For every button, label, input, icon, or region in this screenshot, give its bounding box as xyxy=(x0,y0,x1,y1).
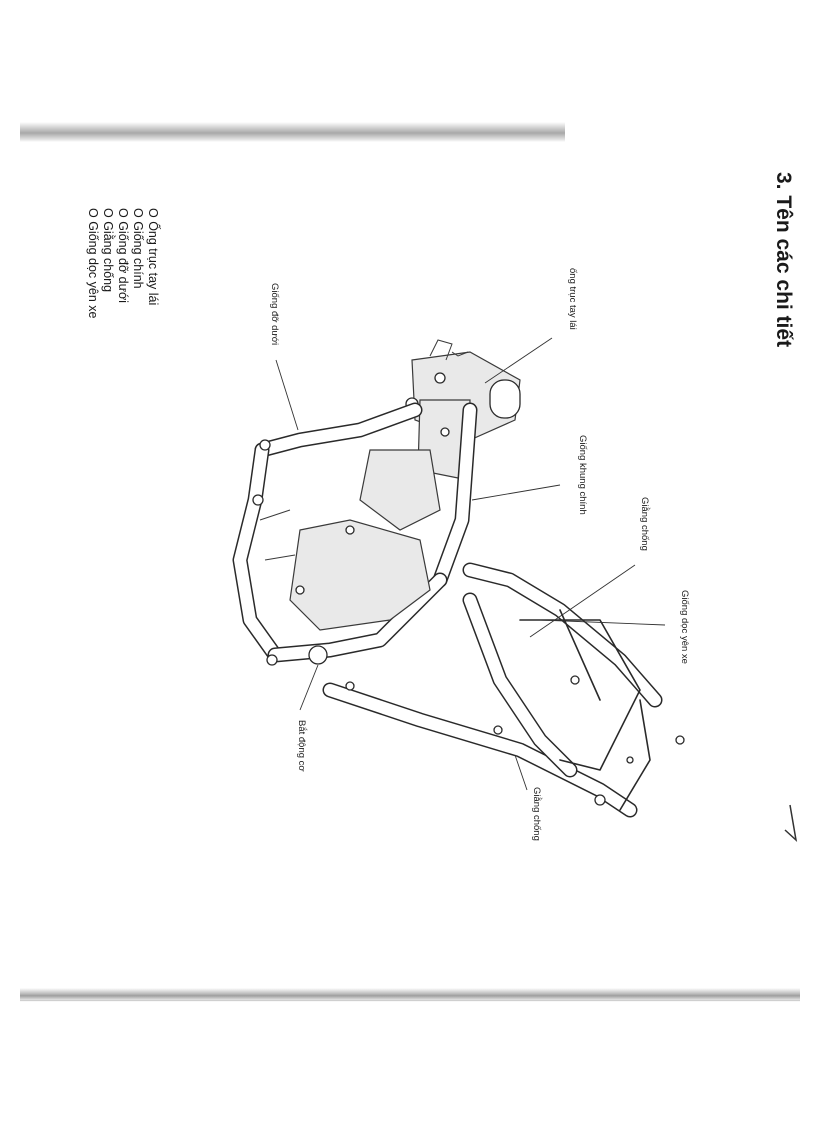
leader-lines xyxy=(275,337,666,791)
margin-checkmark xyxy=(784,804,798,843)
callout-brace-bottom: Giằng chống xyxy=(531,787,542,841)
callout-brace-top: Giằng chống xyxy=(639,497,650,551)
callout-steering-tube: ống trục tay lái xyxy=(567,268,578,330)
callout-seat-rail: Giống dọc yên xe xyxy=(679,590,690,664)
engine-cradle xyxy=(252,439,503,735)
rear-subframe xyxy=(462,562,685,811)
callout-main-frame: Giống khung chính xyxy=(577,435,588,515)
scan-shadow-top xyxy=(20,122,565,142)
callout-lower-support: Giống đỡ dưới xyxy=(269,283,280,346)
steering-head xyxy=(405,339,521,481)
scan-shadow-bottom xyxy=(20,988,800,1002)
callout-engine-mount: Bắt động cơ xyxy=(296,720,307,772)
page-edge xyxy=(20,1000,800,1001)
